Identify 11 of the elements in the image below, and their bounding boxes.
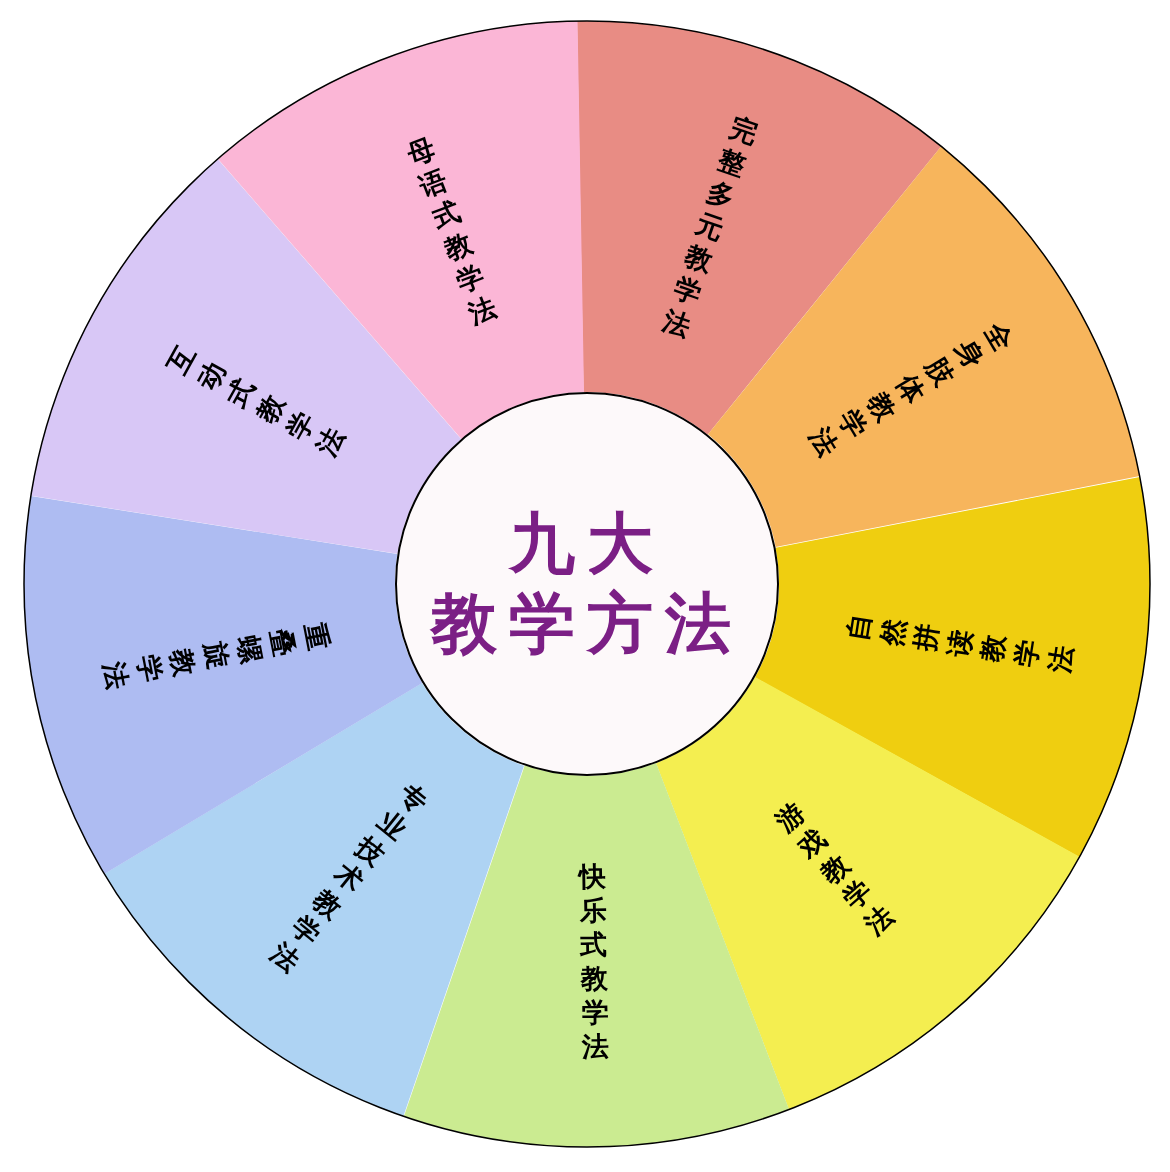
segment-label: 游戏教学法 (768, 796, 901, 943)
segment-label: 快乐式教学法 (576, 859, 610, 1065)
segment-label: 母语式教学法 (401, 130, 501, 332)
title-text: 九大 (509, 504, 665, 584)
segment-label: 完整多元教学法 (658, 109, 763, 344)
segment-label: 重叠螺旋教学法 (97, 619, 336, 694)
segment-label: 专业技术教学法 (263, 776, 435, 980)
segment-label: 互动式教学法 (160, 338, 352, 463)
title-text: 教学方法 (431, 584, 743, 664)
segment-label: 全身肢体教学法 (802, 315, 1021, 464)
segment-label: 自然拼读教学法 (840, 610, 1079, 677)
